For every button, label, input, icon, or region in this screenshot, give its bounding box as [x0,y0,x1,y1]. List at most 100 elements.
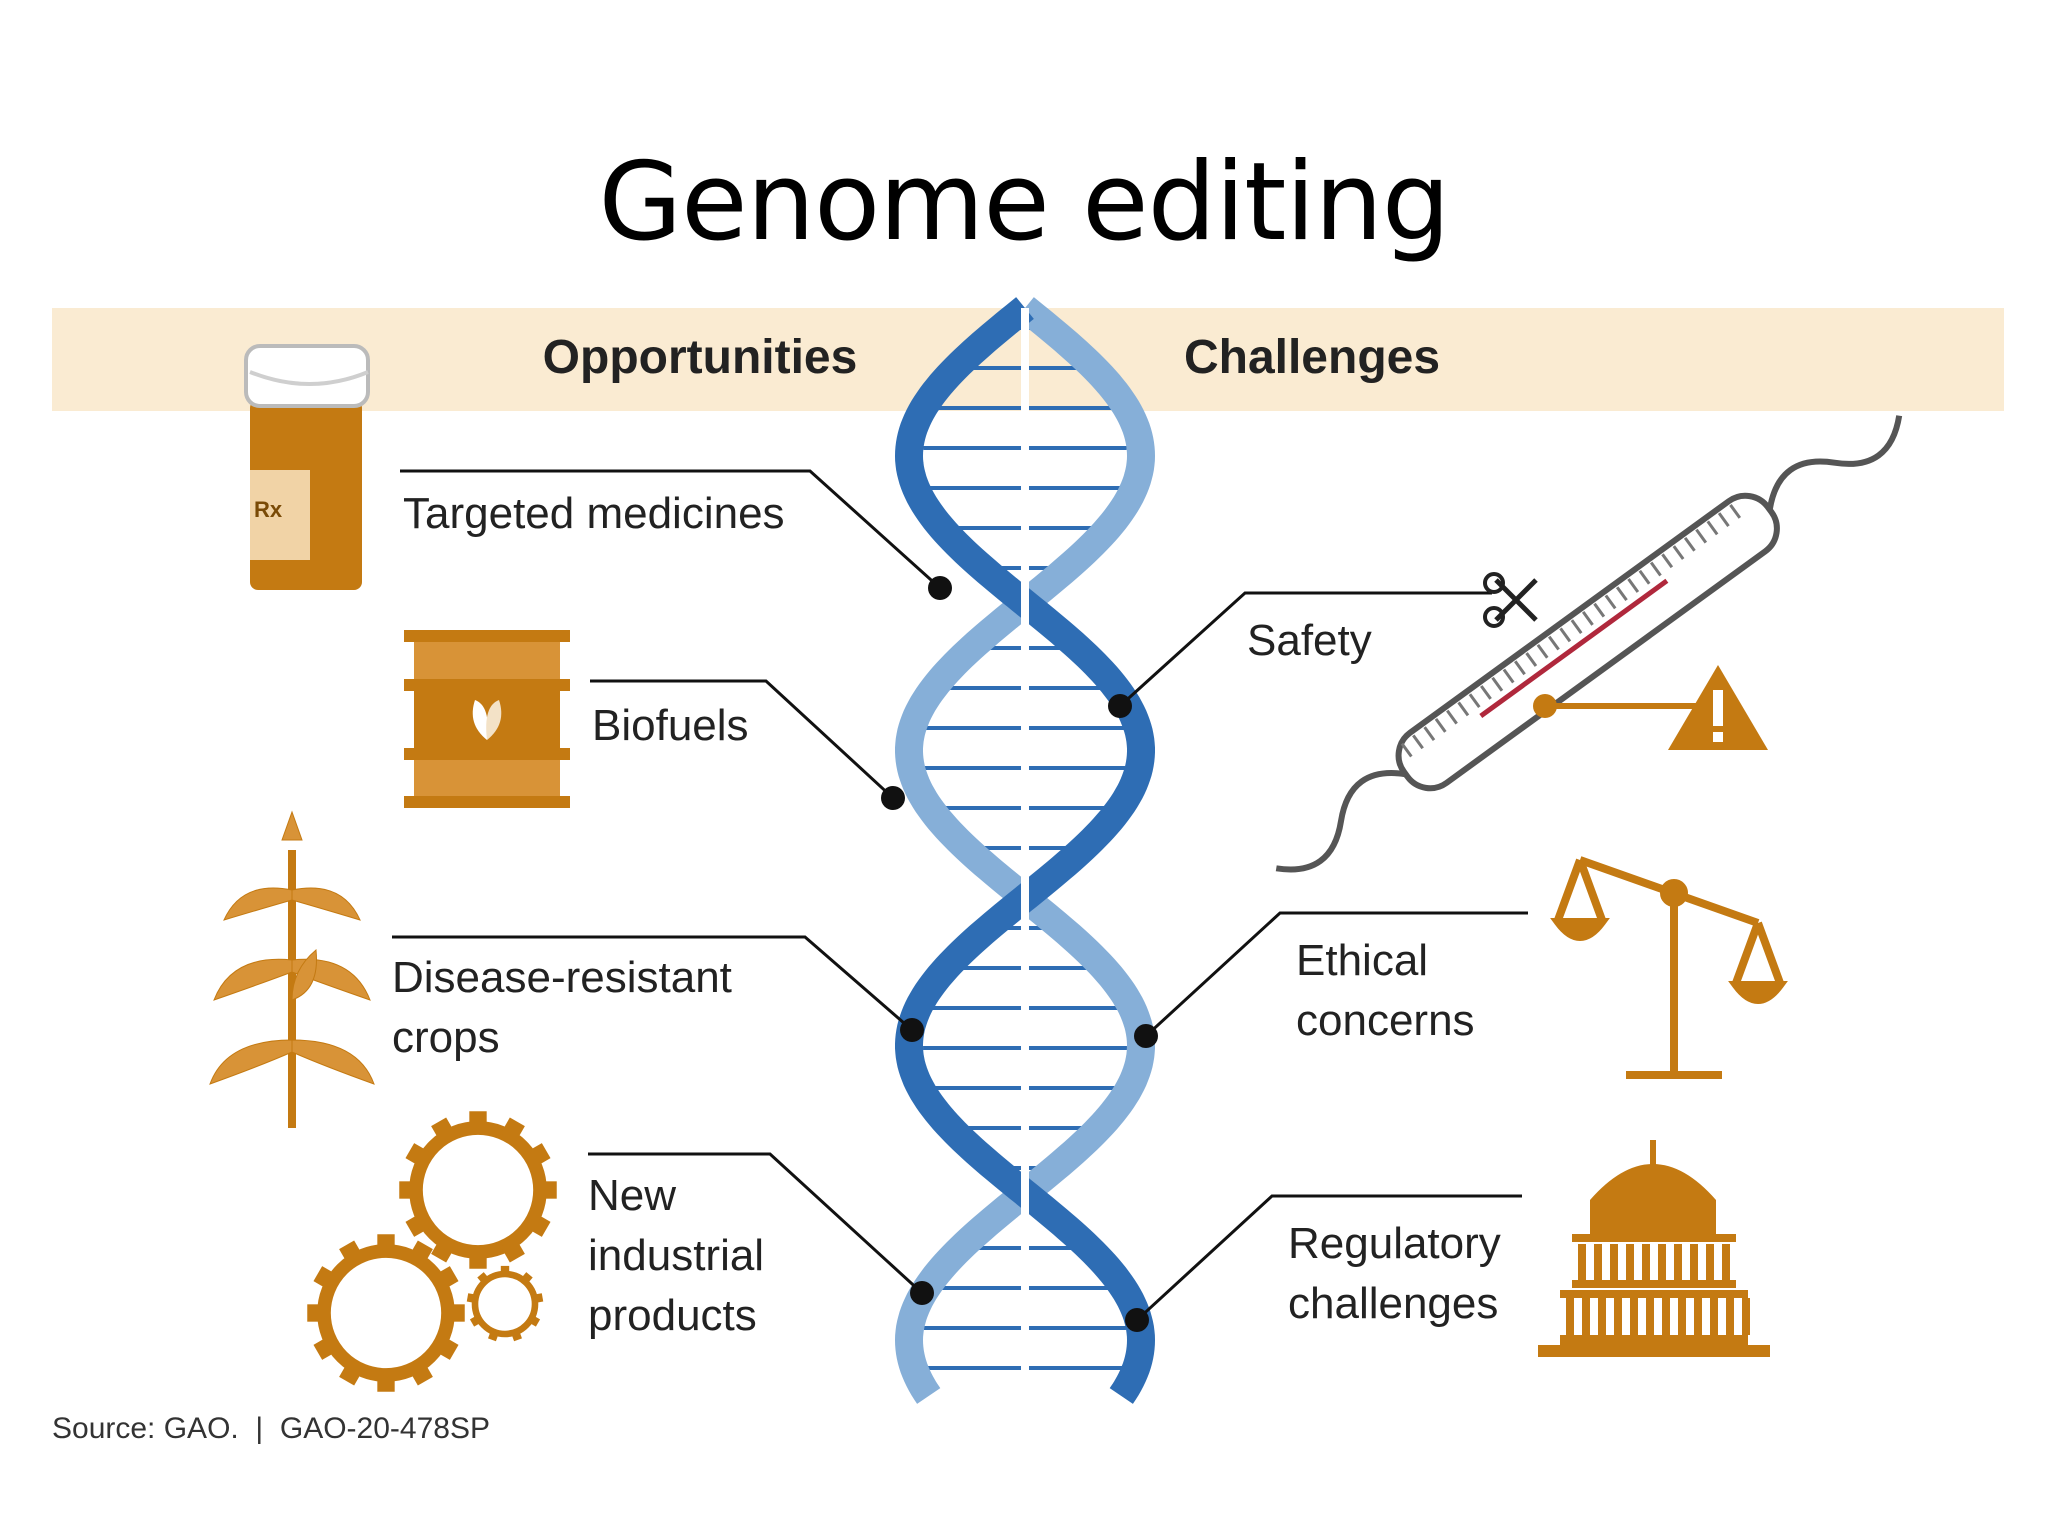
gear-tooth [339,1360,364,1386]
gear-tooth [339,1240,364,1266]
ruler-tick [1536,643,1549,659]
gear-tooth [532,1293,544,1304]
gear-tooth [446,1304,465,1322]
gear-tooth [488,1329,499,1342]
ruler-tick [1457,701,1470,717]
connector-targeted-medicines [400,469,942,590]
connector-dot [881,786,905,810]
ruler-tick [1502,668,1515,684]
connector-disease-resistant-crops [392,935,913,1032]
capitol-column [1646,1298,1654,1335]
ruler-tick [1729,504,1742,519]
corn-plant-icon [209,810,375,1128]
capitol-column [1694,1298,1702,1335]
ruler-tick [1468,693,1481,709]
ruler-tick [1514,660,1526,676]
capitol-column [1594,1244,1602,1280]
rx-label: Rx [254,497,283,522]
gear [317,1244,455,1382]
ruler-tick [1593,602,1606,618]
ruler-tick [1423,726,1436,741]
capitol-column [1662,1298,1670,1335]
gear-tooth [469,1250,487,1269]
connector-ethical-concerns [1144,911,1528,1038]
capitol-column [1710,1298,1718,1335]
capitol-column [1630,1298,1638,1335]
gear-tooth [377,1373,395,1392]
gears-icon [307,1111,557,1392]
slide-title: Genome editing [598,140,1450,265]
capitol-column [1678,1298,1686,1335]
gear-tooth [408,1360,433,1386]
capitol-column [1614,1298,1622,1335]
capitol-column [1674,1244,1682,1280]
capitol-column [1742,1298,1750,1335]
connector-regulatory-challenges [1135,1194,1522,1322]
ruler-tick [1672,545,1685,560]
gear-tooth [525,1212,551,1237]
capitol-column [1582,1298,1590,1335]
gear-tooth [433,1266,459,1291]
ruler-tick [1717,512,1730,527]
gear-tooth [511,1329,522,1342]
dna-scissors-warning-icon [1275,415,1903,873]
fuel-barrel-icon [404,630,570,808]
ruler-tick [1547,635,1560,651]
dna-strand-light [894,297,1156,1404]
ruler-tick [1581,611,1594,626]
capitol-column [1610,1244,1618,1280]
connector-dot [910,1281,934,1305]
gear-tooth [500,1237,525,1263]
ruler-tick [1649,561,1662,577]
capitol-building-icon [1538,1140,1770,1357]
ruler-tick [1615,586,1628,602]
capitol-column [1690,1244,1698,1280]
gear-tooth [469,1314,482,1327]
label-new-industrial-products: New industrial products [588,1171,776,1340]
ruler-tick [1434,718,1447,733]
label-ethical-concerns: Ethical concerns [1296,936,1475,1045]
connector-biofuels [590,679,895,800]
capitol-column [1626,1244,1634,1280]
label-biofuels: Biofuels [592,701,749,750]
connector-dot [1125,1308,1149,1332]
ruler-tick [1706,520,1719,536]
capitol-column [1566,1298,1574,1335]
dna-strand-dark [894,297,1156,1404]
gear-tooth [408,1240,433,1266]
gear-tooth [431,1117,456,1143]
gear-tooth [477,1272,490,1285]
ruler-tick [1400,742,1413,758]
gear-tooth [377,1234,395,1253]
ruler-tick [1525,652,1538,667]
gear-tooth [525,1143,551,1168]
ruler-tick [1480,685,1492,700]
capitol-column [1598,1298,1606,1335]
connector-dot [900,1018,924,1042]
ruler-tick [1627,578,1640,593]
gear-tooth [469,1111,487,1130]
label-regulatory-challenges: Regulatory challenges [1288,1219,1513,1328]
gear-tooth [313,1335,339,1360]
gear-tooth [313,1266,339,1291]
pill-bottle-icon: Rx [244,344,370,590]
gear-tooth [405,1212,431,1237]
gear-tooth [520,1272,533,1285]
ruler-tick [1412,734,1424,750]
ruler-tick [1559,627,1572,643]
ruler-tick [1604,594,1617,610]
capitol-column [1658,1244,1666,1280]
gear-tooth [466,1293,478,1304]
label-disease-resistant-crops: Disease-resistant crops [392,953,744,1062]
connector-dot [1108,694,1132,718]
opportunities-header: Opportunities [543,331,858,384]
gear-tooth [528,1314,541,1327]
capitol-column [1578,1244,1586,1280]
ruler-tick [1661,553,1674,569]
dna-helix [894,297,1156,1404]
gear-tooth [433,1335,459,1360]
ruler-tick [1491,676,1504,692]
ruler-tick [1446,709,1458,725]
